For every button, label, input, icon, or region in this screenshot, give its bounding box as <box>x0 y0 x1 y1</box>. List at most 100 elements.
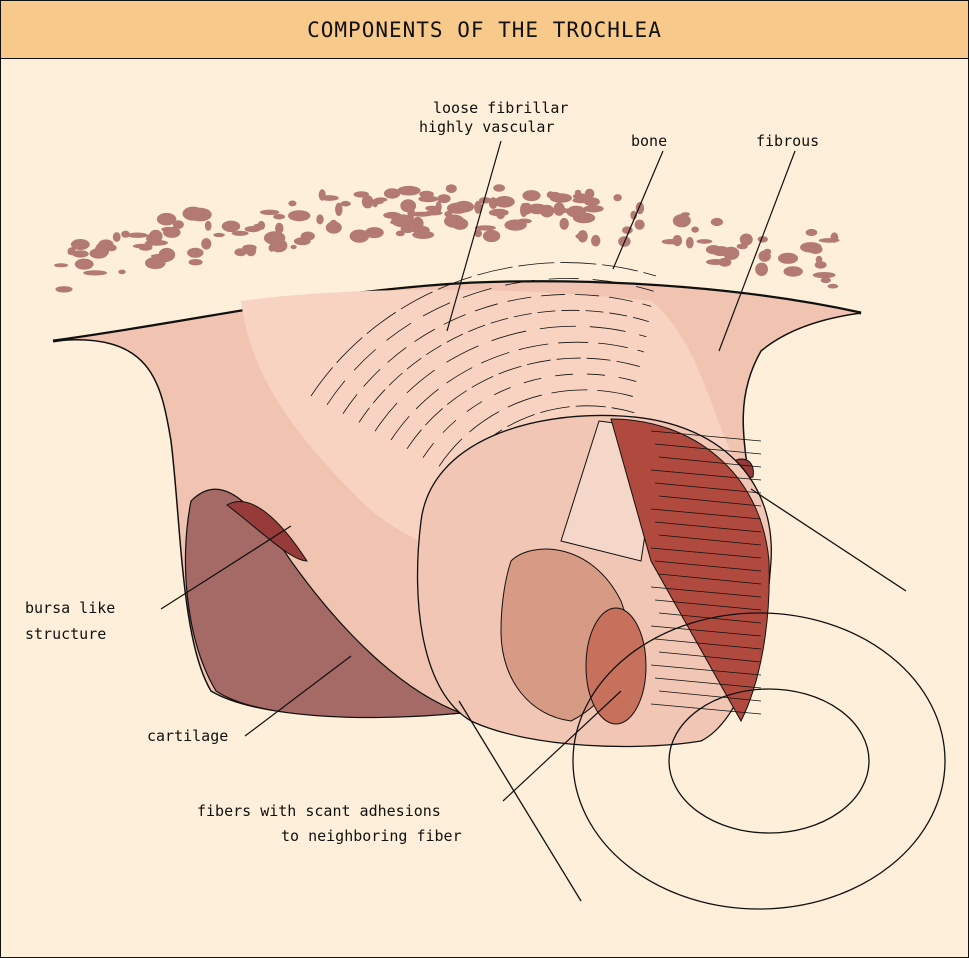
tendon-cylinder <box>418 415 772 746</box>
bone-fragment <box>522 190 540 201</box>
bone-fragment <box>712 246 730 256</box>
bone-fragment <box>133 244 153 249</box>
bone-fragment <box>98 239 113 248</box>
label-cartilage: cartilage <box>147 727 228 745</box>
bone-fragment <box>821 277 831 283</box>
label-bursa-like: bursa like <box>25 599 115 617</box>
leader-bone <box>613 151 663 269</box>
label-neighboring-fiber: to neighboring fiber <box>281 827 462 845</box>
bone-fragment <box>784 266 803 276</box>
bone-fragment <box>686 237 694 248</box>
bone-fragment <box>778 253 798 264</box>
bone-fragment <box>118 270 125 275</box>
bone-fragment <box>189 259 203 265</box>
bone-fragment <box>113 232 121 242</box>
bone-fragment <box>288 210 310 221</box>
bone-fragment <box>635 220 645 230</box>
bone-fragment <box>454 201 474 213</box>
bone-fragment <box>396 231 405 237</box>
label-loose-fibrillar: loose fibrillar <box>433 99 568 117</box>
bone-fragment <box>408 209 414 221</box>
bone-fragment <box>390 220 410 225</box>
bone-fragment <box>54 263 68 267</box>
bone-fragment <box>397 186 421 196</box>
bone-fragment <box>273 214 285 220</box>
bone-fragment <box>673 214 691 227</box>
bone-fragment <box>585 189 595 199</box>
bone-fragment <box>183 207 204 221</box>
bone-fragment <box>205 221 212 231</box>
label-fibrous: fibrous <box>756 132 819 150</box>
bone-fragment <box>815 261 827 268</box>
bone-fragment <box>575 190 581 196</box>
bone-fragment <box>163 227 181 238</box>
bone-fragment <box>452 218 468 230</box>
bone-fragment <box>489 209 509 217</box>
bone-fragment <box>288 201 296 207</box>
bone-fragment <box>260 210 279 215</box>
bone-fragment <box>550 193 572 202</box>
bone-band <box>54 184 840 292</box>
bone-fragment <box>759 250 771 261</box>
label-structure: structure <box>25 625 106 643</box>
bone-fragment <box>828 284 839 289</box>
bone-fragment <box>711 218 723 226</box>
bone-fragment <box>560 218 569 230</box>
bone-fragment <box>691 227 699 233</box>
bone-fragment <box>275 223 283 234</box>
bone-fragment <box>253 224 260 229</box>
bone-fragment <box>697 239 713 244</box>
bone-fragment <box>320 195 338 201</box>
bone-fragment <box>409 228 423 233</box>
bone-fragment <box>246 245 256 256</box>
bone-fragment <box>222 221 240 232</box>
projection-line-top <box>751 489 906 591</box>
bone-fragment <box>800 242 822 253</box>
bone-fragment <box>718 258 731 267</box>
bone-fragment <box>520 203 528 217</box>
bone-fragment <box>583 205 603 212</box>
bone-fragment <box>819 238 840 243</box>
bone-fragment <box>813 272 836 278</box>
bone-fragment <box>270 239 287 253</box>
bone-fragment <box>72 250 88 257</box>
label-fibers-scant: fibers with scant adhesions <box>197 802 441 820</box>
bone-fragment <box>418 196 438 203</box>
bone-fragment <box>575 234 585 239</box>
label-bone: bone <box>631 132 667 150</box>
bone-fragment <box>340 201 350 207</box>
bone-fragment <box>149 230 163 243</box>
bone-fragment <box>127 233 147 238</box>
bone-fragment <box>145 257 166 269</box>
bone-fragment <box>424 211 442 216</box>
bone-fragment <box>201 238 211 249</box>
bone-fragment <box>232 231 249 236</box>
bone-fragment <box>755 263 768 276</box>
bone-fragment <box>365 227 384 238</box>
bone-fragment <box>187 248 203 258</box>
bone-fragment <box>591 235 600 247</box>
bone-fragment <box>316 214 323 224</box>
bone-fragment <box>806 229 818 236</box>
bone-fragment <box>384 188 400 198</box>
bone-fragment <box>301 232 315 241</box>
bone-fragment <box>213 233 225 237</box>
bone-fragment <box>83 270 107 275</box>
bone-fragment <box>234 248 246 256</box>
bone-fragment <box>425 206 438 211</box>
bone-fragment <box>551 208 572 213</box>
bone-fragment <box>446 184 457 193</box>
bone-fragment <box>437 194 450 203</box>
bone-fragment <box>326 222 342 234</box>
bone-fragment <box>75 259 94 270</box>
bone-fragment <box>613 194 621 201</box>
bone-fragment <box>494 196 515 208</box>
bone-fragment <box>483 230 500 242</box>
bone-fragment <box>493 184 505 192</box>
bone-fragment <box>367 200 384 204</box>
bone-fragment <box>291 245 297 249</box>
label-highly-vascular: highly vascular <box>419 118 554 136</box>
bone-fragment <box>55 286 72 292</box>
